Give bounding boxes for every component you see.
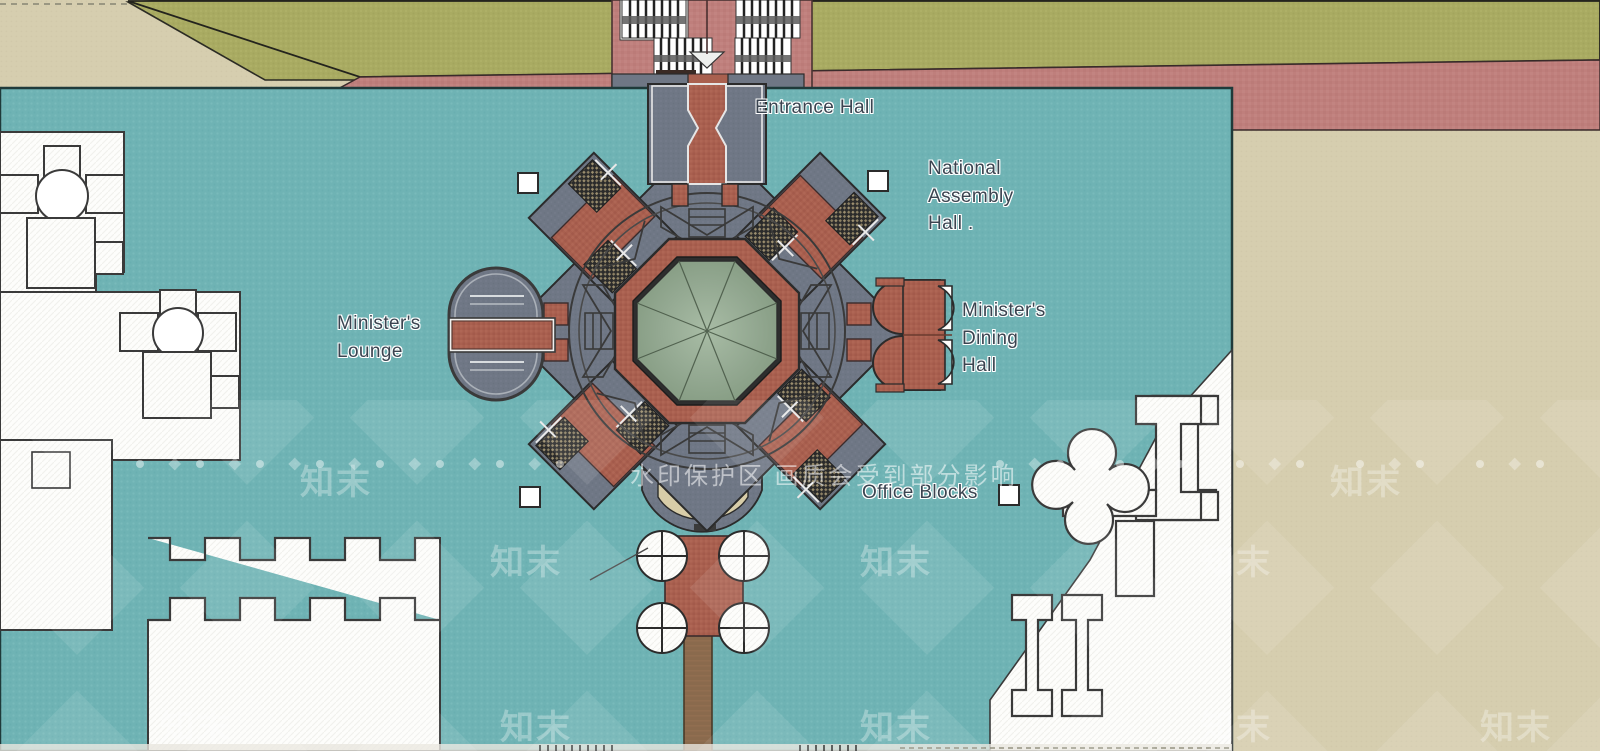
watermark-diamond-overlay: [0, 400, 1600, 751]
legend-square-se: [998, 484, 1020, 506]
legend-square-nw: [517, 172, 539, 194]
legend-square-sw: [519, 486, 541, 508]
parking-bays-se: [734, 37, 792, 75]
dome-radial-ribs: [636, 260, 778, 402]
radial-chevrons: [581, 205, 833, 457]
ministers-lounge-block: [447, 266, 556, 402]
parking-bays-sw: [653, 37, 713, 75]
entrance-pier-right: [721, 183, 739, 207]
footprint-rotunda-nw: [0, 131, 125, 301]
office-block-nw: [527, 151, 679, 303]
legend-square-ne: [867, 170, 889, 192]
ministers-dining-block: [872, 277, 955, 393]
parking-bays-nw: [621, 0, 687, 39]
parking-bays-ne: [735, 0, 801, 39]
side-pads: [543, 302, 872, 362]
entrance-pier-left: [671, 183, 689, 207]
olive-lawn-true: [127, 0, 1600, 78]
north-parking-court: [611, 0, 813, 91]
office-block-ne: [735, 151, 887, 303]
entrance-hall-block: [647, 83, 767, 207]
